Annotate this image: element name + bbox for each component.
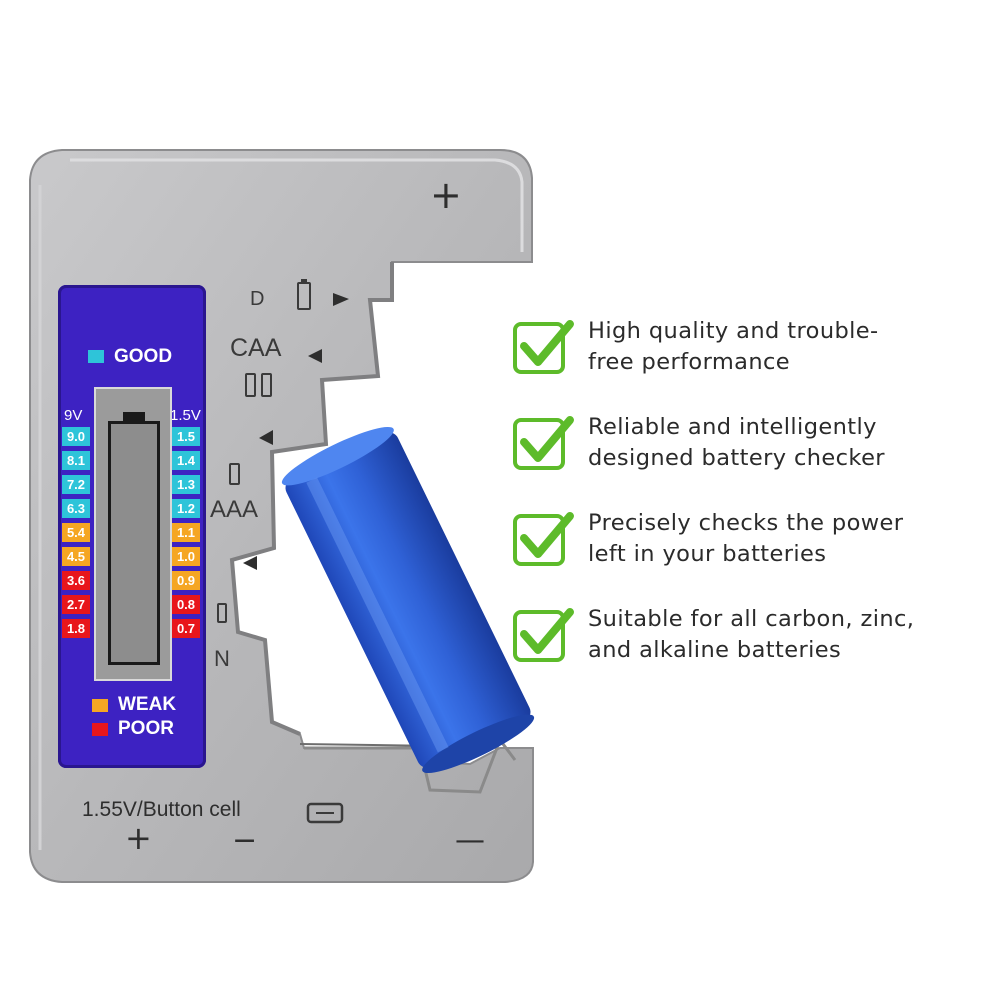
scale-1-5v-cell: 1.2 xyxy=(172,499,200,518)
slot-label-caa: CAA xyxy=(230,334,282,362)
column-head-9v: 9V xyxy=(64,407,83,424)
slot-label-n: N xyxy=(214,646,230,671)
scale-1-5v-cell: 1.3 xyxy=(172,475,200,494)
slot-label-d: D xyxy=(250,288,265,310)
scale-9v-cell: 8.1 xyxy=(62,451,90,470)
legend-good-label: GOOD xyxy=(114,346,173,367)
checkmark-icon xyxy=(513,416,574,470)
scale-9v-cell: 9.0 xyxy=(62,427,90,446)
weak-swatch xyxy=(92,699,108,712)
lcd-meter-panel: GOOD 9V 1.5V 9.0 8.1 7.2 6.3 5.4 4.5 3.6 2.7 1.8… xyxy=(58,285,206,768)
legend-poor-label: POOR xyxy=(118,718,174,739)
scale-1-5v-cell: 1.1 xyxy=(172,523,200,542)
feature-text: Suitable for all carbon, zinc, and alkal… xyxy=(588,606,915,663)
feature-text: High quality and trouble- free performan… xyxy=(588,318,879,375)
bottom-minus-right-symbol: — xyxy=(455,823,485,858)
checkmark-icon xyxy=(513,608,574,662)
top-plus-symbol: + xyxy=(430,173,462,217)
checkmark-icon xyxy=(513,320,574,374)
column-head-1-5v: 1.5V xyxy=(170,407,201,424)
scale-9v-cell: 6.3 xyxy=(62,499,90,518)
bottom-minus-left-symbol: − xyxy=(232,823,258,858)
scale-9v-cell: 7.2 xyxy=(62,475,90,494)
scale-9v-cell: 1.8 xyxy=(62,619,90,638)
legend-weak-label: WEAK xyxy=(118,694,177,715)
battery-outline-icon xyxy=(108,412,160,665)
scale-1-5v-cell: 0.7 xyxy=(172,619,200,638)
feature-text: Precisely checks the power left in your … xyxy=(588,510,904,567)
scale-9v-cell: 5.4 xyxy=(62,523,90,542)
slot-label-aaa: AAA xyxy=(210,496,259,523)
scale-9v-cell: 3.6 xyxy=(62,571,90,590)
scale-9v-cell: 4.5 xyxy=(62,547,90,566)
scale-1-5v-cell: 0.9 xyxy=(172,571,200,590)
checkmark-icon xyxy=(513,512,574,566)
scale-1-5v-cell: 0.8 xyxy=(172,595,200,614)
level-display-window xyxy=(94,387,172,681)
poor-swatch xyxy=(92,723,108,736)
bottom-plus-symbol: + xyxy=(125,819,152,857)
button-cell-label: 1.55V/Button cell xyxy=(82,798,241,821)
scale-1-5v-cell: 1.0 xyxy=(172,547,200,566)
good-swatch xyxy=(88,350,104,363)
feature-text: Reliable and intelligently designed batt… xyxy=(588,414,885,471)
scale-1-5v-cell: 1.5 xyxy=(172,427,200,446)
scale-9v-cell: 2.7 xyxy=(62,595,90,614)
scale-1-5v-cell: 1.4 xyxy=(172,451,200,470)
